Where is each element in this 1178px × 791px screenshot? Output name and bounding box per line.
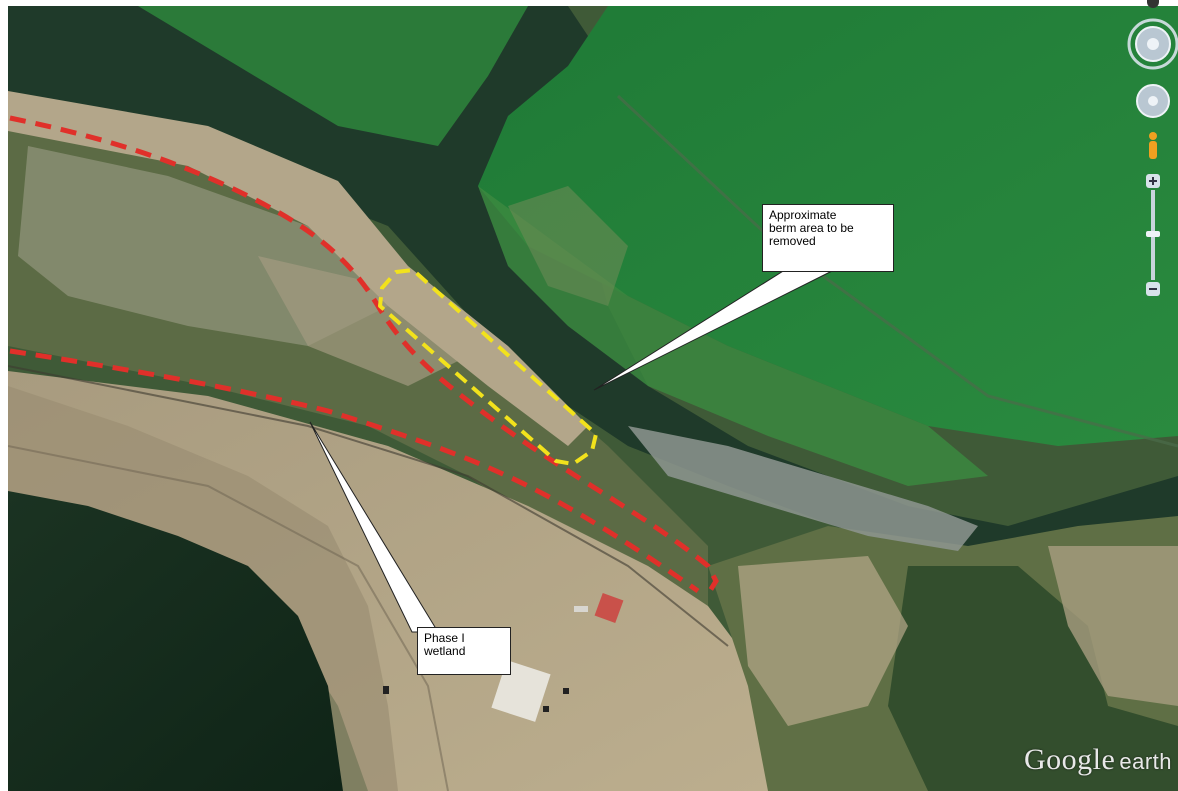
watermark-product: earth (1119, 749, 1172, 774)
berm-removal-outline (378, 268, 598, 466)
navigation-controls[interactable] (1127, 18, 1178, 296)
street-view-pegman-icon[interactable] (1149, 132, 1157, 159)
berm-callout-label: Approximate berm area to be removed (762, 204, 894, 272)
phase1-wetland-boundary-lower (9, 348, 700, 594)
move-joystick-icon[interactable] (1136, 84, 1170, 118)
lake (8, 491, 343, 791)
north-indicator-icon (1147, 0, 1159, 8)
building-white-roof (491, 660, 551, 722)
watermark-brand: Google (1024, 743, 1116, 776)
zoom-out-icon[interactable] (1146, 282, 1160, 296)
field-top-left (138, 6, 528, 146)
zoom-in-icon[interactable] (1146, 174, 1160, 188)
look-joystick-icon[interactable] (1127, 18, 1178, 70)
building-red-roof (594, 592, 624, 624)
zoom-slider-icon[interactable] (1146, 190, 1160, 280)
satellite-imagery (8, 6, 1178, 791)
wetland-callout-label: Phase I wetland (417, 627, 511, 675)
satellite-map[interactable]: Approximate berm area to be removed Phas… (8, 6, 1178, 791)
